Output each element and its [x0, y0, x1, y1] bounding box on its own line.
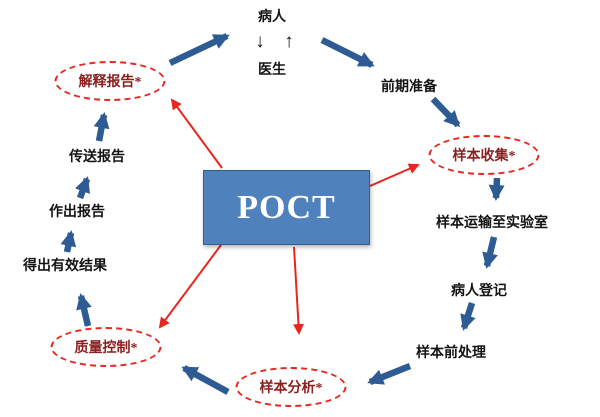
node-valid-results: 得出有效结果: [23, 259, 107, 274]
arrow-interpret-report-to-patient: [168, 33, 230, 66]
node-interpret-report: 解释报告*: [54, 61, 166, 101]
arrow-doctor-to-preparation: [320, 37, 375, 68]
node-doctor: 医生: [258, 63, 286, 78]
arrow-make-report-to-send-report: [74, 176, 91, 200]
node-make-report: 作出报告: [49, 205, 105, 220]
arrow-pretreatment-to-analysis: [367, 362, 412, 386]
arrow-sample-collection-to-transport: [488, 177, 505, 201]
node-send-report: 传送报告: [69, 150, 125, 165]
poct-center-box: POCT: [203, 170, 370, 245]
arrow-analysis-to-quality-control: [181, 365, 230, 395]
up-arrow-icon: ↑: [284, 31, 294, 52]
node-analysis: 样本分析*: [235, 367, 347, 407]
node-pretreatment: 样本前处理: [416, 346, 486, 361]
node-preparation: 前期准备: [381, 80, 437, 95]
node-patient: 病人: [258, 10, 286, 25]
down-arrow-icon: ↓: [255, 31, 265, 52]
red-arrow-poct-to-interpret-report: [170, 98, 223, 169]
arrow-preparation-to-sample-collection: [430, 96, 461, 128]
red-arrow-poct-to-analysis: [292, 246, 304, 335]
node-sample-collection: 样本收集*: [428, 135, 540, 175]
node-registration: 病人登记: [451, 284, 507, 299]
arrow-valid-results-to-make-report: [60, 230, 77, 253]
arrow-send-report-to-interpret-report: [93, 112, 110, 142]
arrow-registration-to-pretreatment: [460, 302, 476, 331]
arrow-transport-to-registration: [482, 236, 498, 269]
node-quality-control: 质量控制*: [50, 327, 162, 367]
red-arrow-poct-to-quality-control: [158, 244, 222, 329]
arrow-quality-control-to-valid-results: [76, 293, 92, 327]
red-arrow-poct-to-sample-collection: [369, 163, 420, 187]
node-transport: 样本运输至实验室: [436, 216, 548, 231]
